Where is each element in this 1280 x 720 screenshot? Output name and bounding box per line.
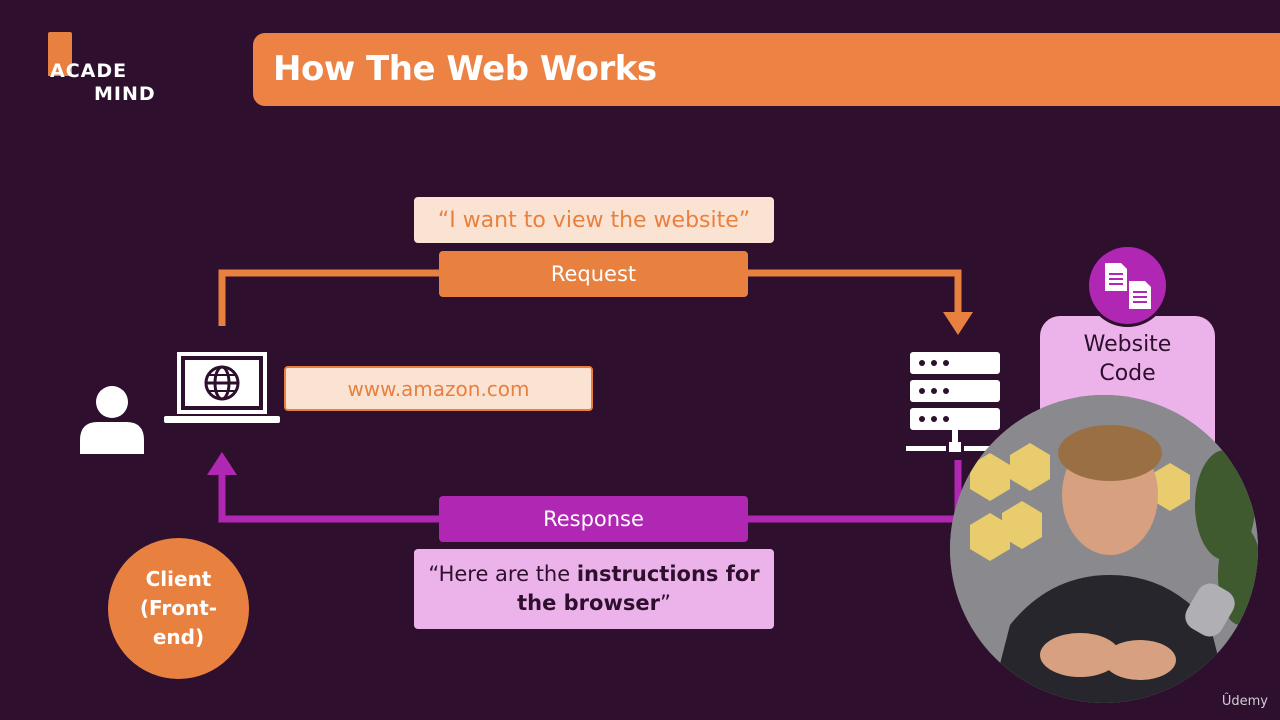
academind-logo: ACADE MIND (36, 32, 166, 107)
server-icon (906, 352, 1004, 452)
user-icon (80, 386, 144, 454)
request-label: Request (439, 251, 748, 297)
website-code-line-2: Code (1099, 361, 1156, 386)
response-quote-prefix: “Here are the (428, 562, 577, 586)
webcam-image (950, 395, 1258, 703)
response-quote-suffix: ” (659, 591, 671, 615)
client-line-1: Client (145, 567, 212, 591)
client-line-2: (Front- (139, 596, 218, 620)
website-code-label: Website Code (1040, 330, 1215, 388)
page-title: How The Web Works (273, 49, 657, 89)
logo-line-2: MIND (94, 83, 156, 105)
response-quote-bold-2: the browser (517, 591, 660, 615)
response-label: Response (439, 496, 748, 542)
logo-flag-icon (48, 32, 72, 76)
instructor-webcam (950, 395, 1258, 703)
documents-icon (1105, 263, 1151, 309)
response-message: “Here are the instructions for the brows… (414, 549, 774, 629)
title-bar: How The Web Works (253, 33, 1280, 106)
logo-text: ACADE MIND (50, 60, 156, 106)
documents-badge (1086, 244, 1169, 327)
request-arrowhead (943, 312, 973, 335)
website-code-line-1: Website (1083, 332, 1172, 357)
response-arrowhead (207, 452, 237, 475)
client-line-3: end) (152, 625, 205, 649)
udemy-watermark: Ûdemy (1221, 694, 1268, 709)
response-quote-bold-1: instructions for (576, 562, 760, 586)
logo-line-1: ACADE (50, 60, 128, 82)
client-badge: Client (Front- end) (108, 538, 249, 679)
laptop-globe-icon (164, 352, 280, 423)
request-message: “I want to view the website” (414, 197, 774, 243)
url-box: www.amazon.com (284, 366, 593, 411)
